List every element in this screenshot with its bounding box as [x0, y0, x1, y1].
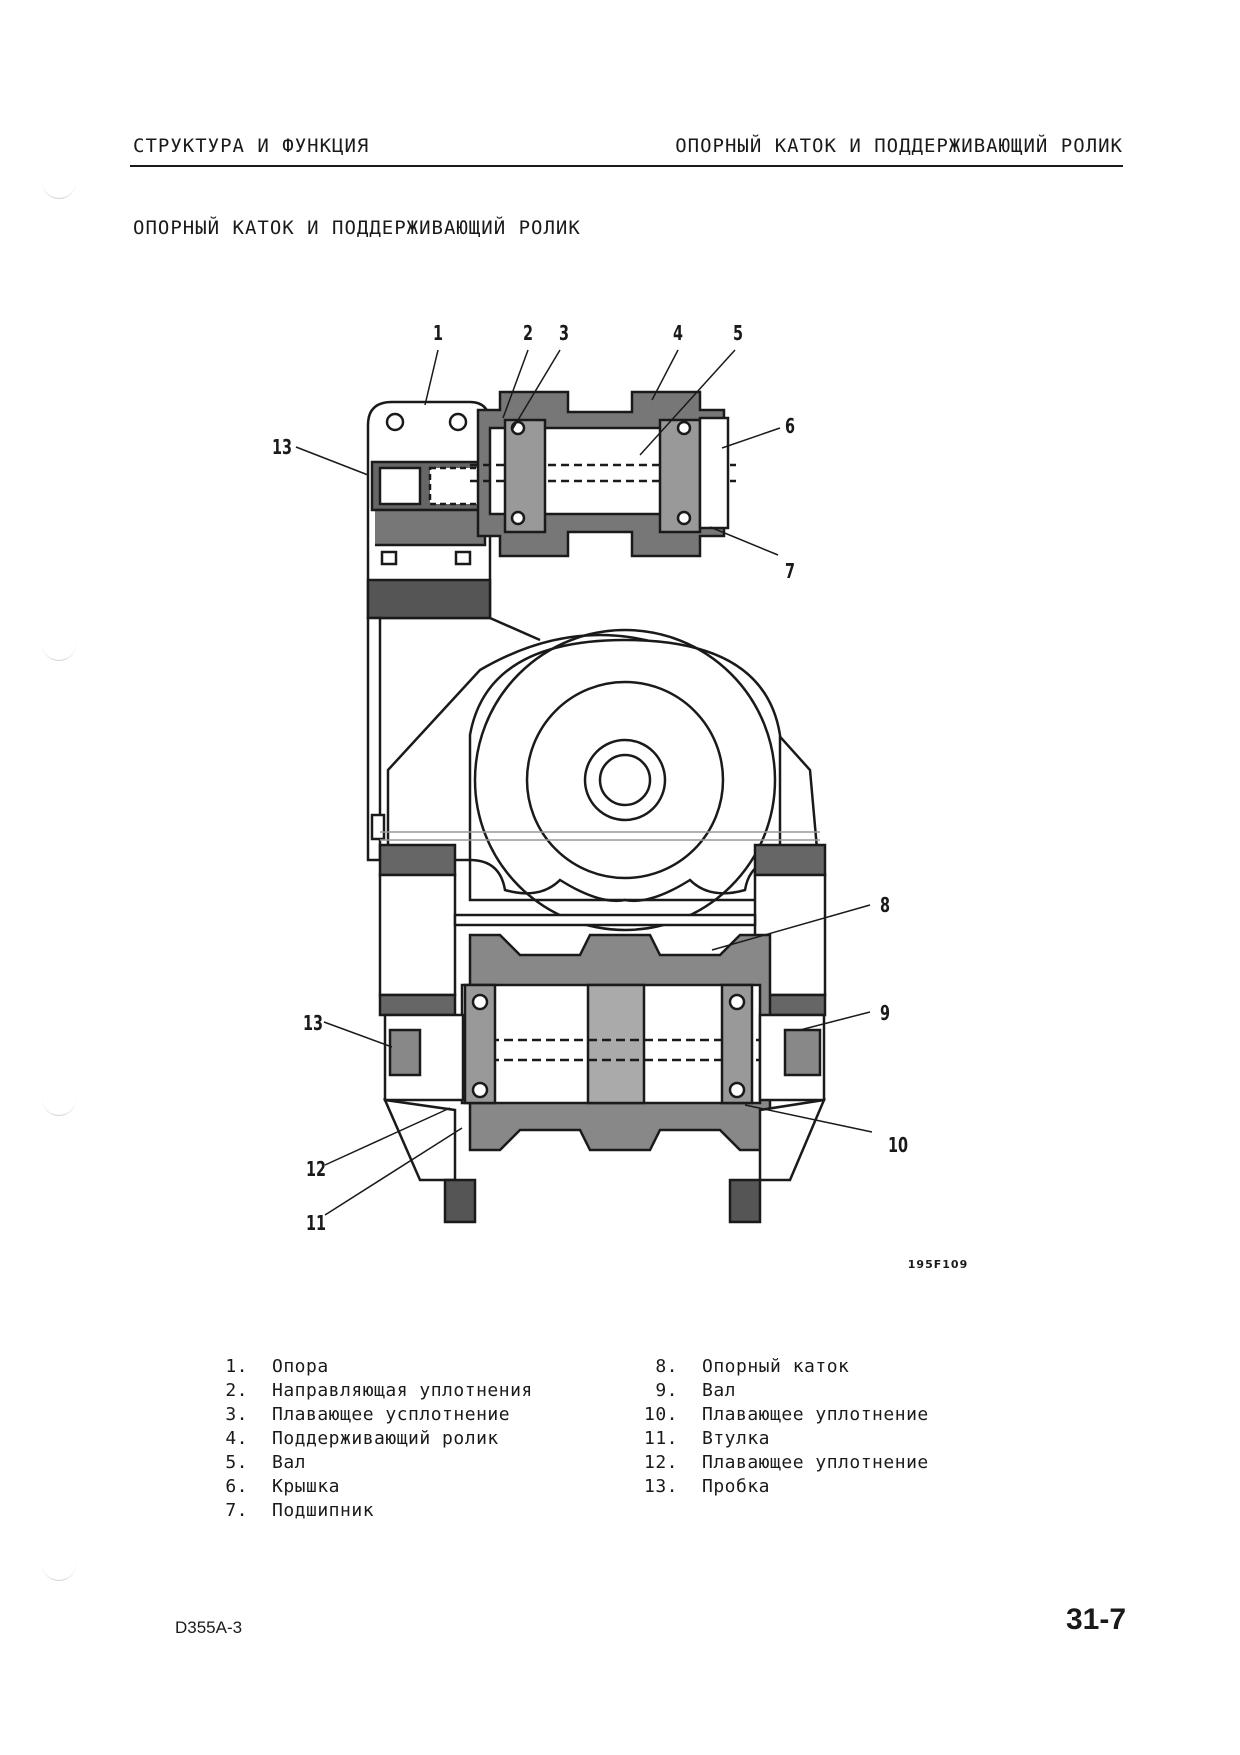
legend-text: Подшипник [272, 1500, 375, 1521]
callout-13-bottom: 13 [303, 1013, 323, 1036]
roller-assembly-diagram: 1 2 3 4 5 6 7 8 9 10 11 12 13 13 195F109 [272, 323, 968, 1271]
callout-5: 5 [733, 323, 743, 346]
callout-7: 7 [785, 561, 795, 584]
frame-side-blocks [378, 843, 827, 1017]
legend-number: 4. [225, 1428, 248, 1449]
legend-number: 9. [655, 1380, 678, 1401]
figure-callouts: 1 2 3 4 5 6 7 8 9 10 11 12 13 13 [272, 323, 908, 1236]
legend-number: 6. [225, 1476, 248, 1497]
legend-text: Плавающее уплотнение [702, 1452, 929, 1473]
legend-number: 3. [225, 1404, 248, 1425]
legend-item: 8. Опорный каток [630, 1355, 929, 1379]
legend-number: 11. [643, 1428, 678, 1449]
legend-item: 10. Плавающее уплотнение [630, 1403, 929, 1427]
callout-2: 2 [523, 323, 533, 346]
legend-text: Поддерживающий ролик [272, 1428, 499, 1449]
leader-lines [295, 349, 873, 1216]
legend-left: 1. Опора 2. Направляющая уплотнения 3. Плав… [200, 1355, 533, 1523]
roller-frame [380, 628, 820, 932]
callout-13-top: 13 [272, 437, 292, 460]
legend-text: Опорный каток [702, 1356, 850, 1377]
page-number: 31-7 [1066, 1603, 1127, 1636]
legend-text: Опора [272, 1356, 329, 1377]
legend-item: 1. Опора [200, 1355, 533, 1379]
support-bracket [366, 400, 492, 620]
binder-hole-mark [42, 1095, 76, 1116]
legend-item: 3. Плавающее усплотнение [200, 1403, 533, 1427]
legend-item: 2. Направляющая уплотнения [200, 1379, 533, 1403]
legend-text: Пробка [702, 1476, 771, 1497]
legend-number: 8. [655, 1356, 678, 1377]
support-roller [470, 390, 736, 558]
legend-item: 13. Пробка [630, 1475, 929, 1499]
model-code: D355A-3 [175, 1618, 243, 1637]
legend-text: Направляющая уплотнения [272, 1380, 533, 1401]
callout-4: 4 [673, 323, 683, 346]
binder-hole-mark [42, 1560, 76, 1581]
header-rule [130, 165, 1123, 167]
legend-text: Плавающее усплотнение [272, 1404, 511, 1425]
callout-10: 10 [888, 1135, 908, 1158]
legend-item: 12. Плавающее уплотнение [630, 1451, 929, 1475]
callout-11: 11 [306, 1213, 326, 1236]
header-left: СТРУКТУРА И ФУНКЦИЯ [133, 135, 370, 157]
callout-6: 6 [785, 416, 795, 439]
callout-12: 12 [306, 1159, 326, 1182]
legend-item: 9. Вал [630, 1379, 929, 1403]
legend-item: 11. Втулка [630, 1427, 929, 1451]
legend-item: 5. Вал [200, 1451, 533, 1475]
legend-text: Вал [702, 1380, 737, 1401]
legend-text: Вал [272, 1452, 307, 1473]
legend-number: 10. [643, 1404, 678, 1425]
legend-text: Плавающее уплотнение [702, 1404, 929, 1425]
section-title: ОПОРНЫЙ КАТОК И ПОДДЕРЖИВАЮЩИЙ РОЛИК [133, 217, 581, 239]
legend-item: 7. Подшипник [200, 1499, 533, 1523]
legend-text: Втулка [702, 1428, 771, 1449]
figure-code: 195F109 [908, 1258, 968, 1271]
legend-number: 1. [225, 1356, 248, 1377]
legend-right: 8. Опорный каток 9. Вал 10. Плавающее уплот… [630, 1355, 929, 1499]
legend-number: 5. [225, 1452, 248, 1473]
header-right: ОПОРНЫЙ КАТОК И ПОДДЕРЖИВАЮЩИЙ РОЛИК [675, 135, 1123, 157]
binder-hole-mark [42, 178, 76, 199]
callout-1: 1 [433, 323, 443, 346]
legend-number: 2. [225, 1380, 248, 1401]
legend-item: 6. Крышка [200, 1475, 533, 1499]
legend-number: 13. [643, 1476, 678, 1497]
callout-8: 8 [880, 895, 890, 918]
binder-hole-mark [42, 640, 76, 661]
legend-text: Крышка [272, 1476, 341, 1497]
track-roller [420, 933, 800, 1152]
callout-9: 9 [880, 1003, 890, 1026]
legend-number: 7. [225, 1500, 248, 1521]
track-roller-collars [382, 1013, 827, 1224]
legend-item: 4. Поддерживающий ролик [200, 1427, 533, 1451]
callout-3: 3 [559, 323, 569, 346]
legend-number: 12. [643, 1452, 678, 1473]
